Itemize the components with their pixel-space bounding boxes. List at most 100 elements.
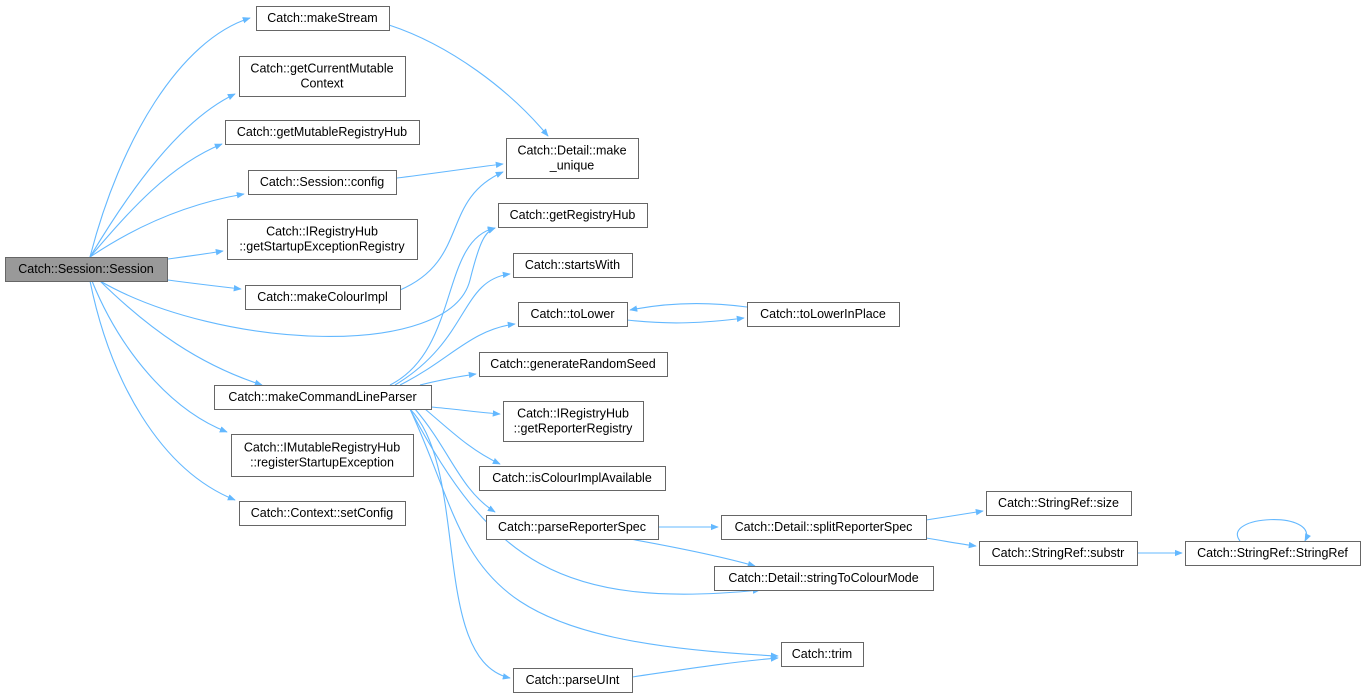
node-parseReporterSpec[interactable]: Catch::parseReporterSpec — [486, 515, 659, 540]
node-getRegistryHub[interactable]: Catch::getRegistryHub — [498, 203, 648, 228]
edge-parseUInt-to-trim — [631, 655, 779, 678]
node-box — [214, 385, 432, 410]
node-label: Catch::getCurrentMutable — [250, 62, 393, 76]
edge-toLower-to-toLowerInPlace — [626, 315, 745, 324]
node-stringRefCtor[interactable]: Catch::StringRef::StringRef — [1185, 541, 1361, 566]
node-getMutableRegistryHub[interactable]: Catch::getMutableRegistryHub — [225, 120, 420, 145]
node-trim[interactable]: Catch::trim — [781, 642, 864, 667]
node-makeStream[interactable]: Catch::makeStream — [256, 6, 390, 31]
node-toLower[interactable]: Catch::toLower — [518, 302, 628, 327]
node-box — [513, 668, 633, 693]
node-box — [231, 434, 414, 477]
node-label: Context — [300, 77, 344, 91]
node-parseUInt[interactable]: Catch::parseUInt — [513, 668, 633, 693]
node-label: Catch::IRegistryHub — [517, 407, 629, 421]
edge-root-to-getCurrentMutableContext — [89, 93, 236, 258]
node-box — [479, 352, 668, 377]
edge-makeCommandLineParser-to-generateRandomSeed — [419, 371, 477, 386]
node-box — [239, 501, 406, 526]
edge-makeColourImpl-to-makeUnique — [399, 171, 504, 291]
edge-makeCommandLineParser-to-parseReporterSpec — [414, 408, 496, 513]
edge-splitReporterSpec-to-stringRefSize — [925, 509, 984, 521]
edge-makeCommandLineParser-to-parseUInt — [409, 408, 511, 680]
edge-root-to-setConfig — [89, 280, 236, 501]
edge-makeCommandLineParser-to-getReporterRegistry — [430, 406, 501, 417]
node-label: ::getReporterRegistry — [514, 422, 634, 436]
edge-root-to-registerStartupException — [91, 280, 228, 433]
node-box — [256, 6, 390, 31]
node-label: Catch::Session::Session — [18, 262, 154, 276]
nodes-layer: Catch::Session::Session Catch::makeStream… — [5, 6, 1361, 693]
node-box — [498, 203, 648, 228]
node-label: Catch::Detail::stringToColourMode — [728, 571, 918, 585]
node-splitReporterSpec[interactable]: Catch::Detail::splitReporterSpec — [721, 515, 927, 540]
edge-toLowerInPlace-to-toLower — [629, 303, 748, 312]
node-label: Catch::makeColourImpl — [257, 290, 388, 304]
node-label: Catch::IMutableRegistryHub — [244, 441, 400, 455]
node-isColourImplAvailable[interactable]: Catch::isColourImplAvailable — [479, 466, 666, 491]
node-label: Catch::startsWith — [525, 258, 620, 272]
node-box — [979, 541, 1138, 566]
node-sessionConfig[interactable]: Catch::Session::config — [248, 170, 397, 195]
node-box — [245, 285, 401, 310]
node-startsWith[interactable]: Catch::startsWith — [513, 253, 633, 278]
edge-makeCommandLineParser-to-isColourImplAvailable — [424, 408, 501, 465]
node-stringToColourMode[interactable]: Catch::Detail::stringToColourMode — [714, 566, 934, 591]
node-label: Catch::parseReporterSpec — [498, 520, 646, 534]
node-toLowerInPlace[interactable]: Catch::toLowerInPlace — [747, 302, 900, 327]
node-setConfig[interactable]: Catch::Context::setConfig — [239, 501, 406, 526]
node-box — [781, 642, 864, 667]
edge-makeCommandLineParser-to-getRegistryHub — [389, 226, 496, 386]
node-label: ::getStartupExceptionRegistry — [239, 240, 405, 254]
node-box — [747, 302, 900, 327]
node-box — [503, 401, 644, 442]
node-box — [225, 120, 420, 145]
edge-root-to-getStartupExceptionRegistry — [167, 249, 224, 260]
node-stringRefSubstr[interactable]: Catch::StringRef::substr — [979, 541, 1138, 566]
node-label: Catch::isColourImplAvailable — [492, 471, 652, 485]
edge-splitReporterSpec-to-stringRefSubstr — [925, 537, 977, 549]
edge-root-to-makeStream — [89, 17, 251, 258]
node-makeUnique[interactable]: Catch::Detail::make_unique — [506, 138, 639, 179]
node-makeColourImpl[interactable]: Catch::makeColourImpl — [245, 285, 401, 310]
node-box — [486, 515, 659, 540]
node-registerStartupException[interactable]: Catch::IMutableRegistryHub::registerStar… — [231, 434, 414, 477]
node-box — [714, 566, 934, 591]
node-box — [239, 56, 406, 97]
edge-root-to-makeColourImpl — [167, 279, 242, 292]
node-box — [248, 170, 397, 195]
node-box — [513, 253, 633, 278]
node-label: Catch::Detail::splitReporterSpec — [735, 520, 913, 534]
node-label: Catch::IRegistryHub — [266, 225, 378, 239]
node-getReporterRegistry[interactable]: Catch::IRegistryHub::getReporterRegistry — [503, 401, 644, 442]
node-root[interactable]: Catch::Session::Session — [5, 257, 168, 282]
node-label: Catch::StringRef::StringRef — [1197, 546, 1348, 560]
node-generateRandomSeed[interactable]: Catch::generateRandomSeed — [479, 352, 668, 377]
node-label: Catch::Detail::make — [517, 144, 626, 158]
node-getStartupExceptionRegistry[interactable]: Catch::IRegistryHub::getStartupException… — [227, 219, 418, 260]
node-label: ::registerStartupException — [250, 456, 394, 470]
node-box — [986, 491, 1132, 516]
edge-makeCommandLineParser-to-trim — [409, 408, 779, 659]
node-box — [227, 219, 418, 260]
node-label: Catch::toLower — [530, 307, 614, 321]
node-label: Catch::toLowerInPlace — [760, 307, 886, 321]
node-stringRefSize[interactable]: Catch::StringRef::size — [986, 491, 1132, 516]
node-label: Catch::makeStream — [267, 11, 377, 25]
node-box — [479, 466, 666, 491]
node-label: Catch::StringRef::substr — [992, 546, 1125, 560]
node-label: Catch::makeCommandLineParser — [228, 390, 416, 404]
edge-stringRefCtor-to-stringRefCtor — [1236, 519, 1312, 542]
edge-makeCommandLineParser-to-startsWith — [394, 271, 511, 386]
node-label: Catch::Context::setConfig — [251, 506, 393, 520]
node-makeCommandLineParser[interactable]: Catch::makeCommandLineParser — [214, 385, 432, 410]
node-box — [1185, 541, 1361, 566]
node-label: Catch::parseUInt — [526, 673, 620, 687]
edge-root-to-getMutableRegistryHub — [89, 143, 223, 258]
edge-sessionConfig-to-makeUnique — [396, 161, 504, 179]
node-label: Catch::generateRandomSeed — [490, 357, 655, 371]
node-label: Catch::StringRef::size — [998, 496, 1119, 510]
node-box — [721, 515, 927, 540]
